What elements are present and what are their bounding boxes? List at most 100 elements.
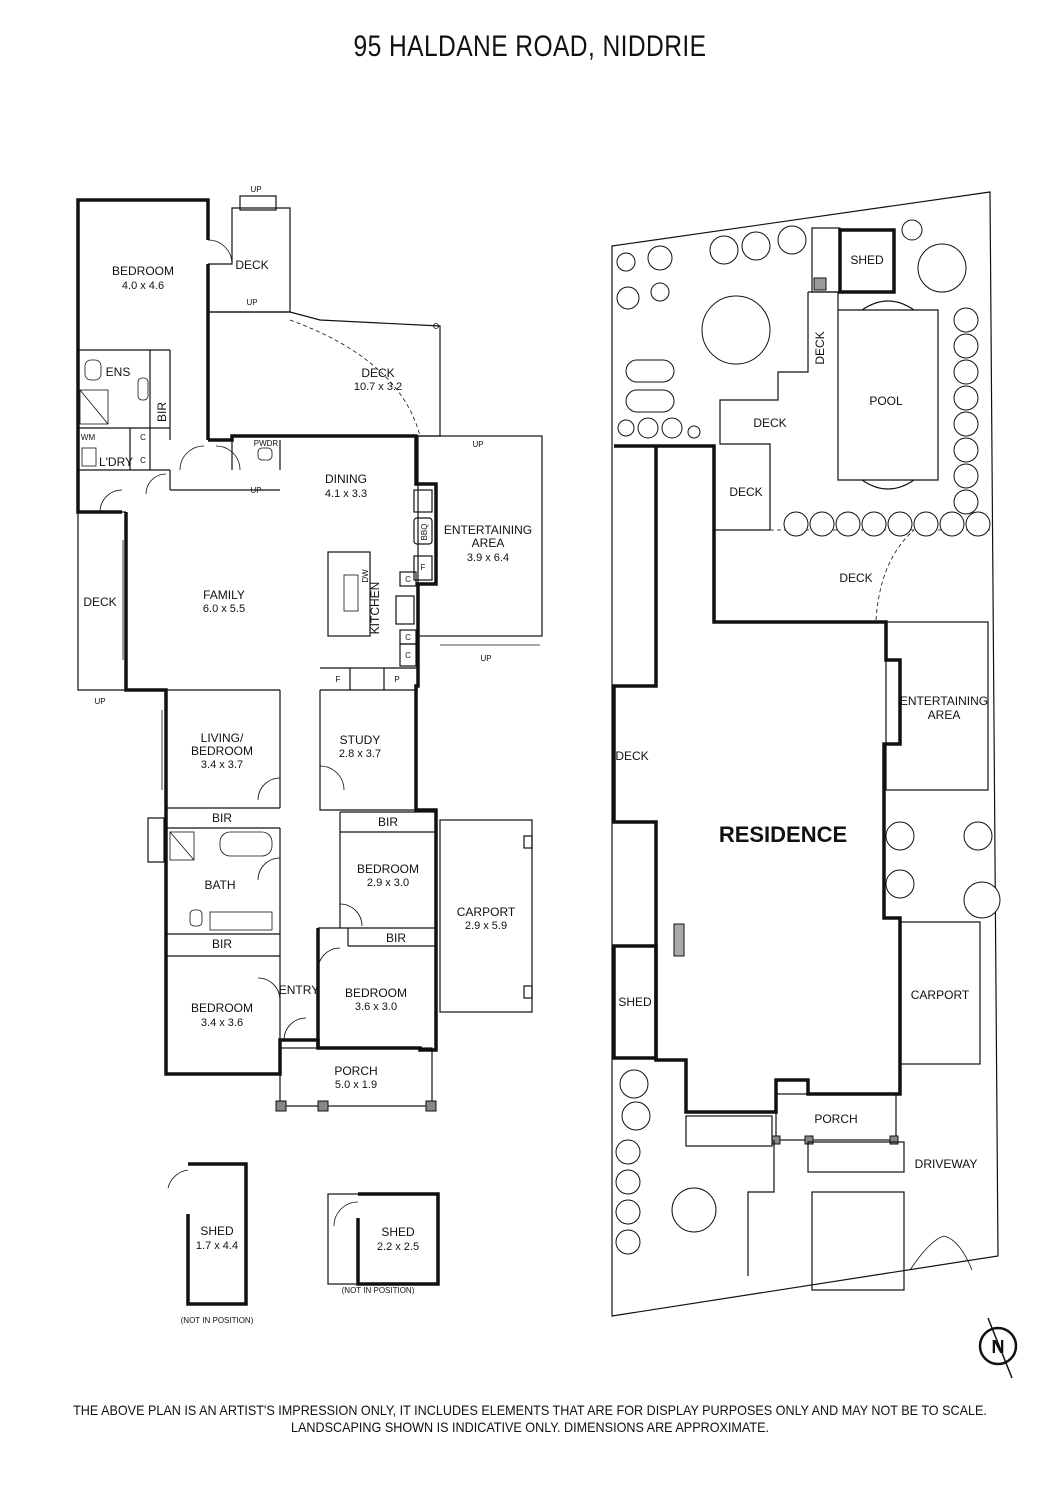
disclaimer: THE ABOVE PLAN IS AN ARTIST'S IMPRESSION… bbox=[0, 1402, 1060, 1436]
compass-label: N bbox=[992, 1337, 1005, 1357]
deck-main-dims: 10.7 x 3.2 bbox=[354, 381, 402, 393]
study-label: STUDY bbox=[340, 733, 381, 747]
cupboard-marker: C bbox=[405, 575, 411, 584]
fridge-marker: F bbox=[421, 563, 426, 572]
living-dims: 3.4 x 3.7 bbox=[201, 759, 243, 771]
up-marker: UP bbox=[250, 185, 261, 194]
pool-outline bbox=[837, 300, 939, 490]
ens-label: ENS bbox=[106, 365, 131, 379]
shed2-label: SHED bbox=[381, 1225, 415, 1239]
site-plan: SHED POOL DECK DECK DECK DECK DECK ENTER… bbox=[611, 191, 1001, 1317]
bedroom2-dims: 2.9 x 3.0 bbox=[367, 877, 409, 889]
bir5-label: BIR bbox=[212, 937, 232, 951]
bath-label: BATH bbox=[204, 878, 235, 892]
dining-dims: 4.1 x 3.3 bbox=[325, 488, 367, 500]
up-marker: UP bbox=[246, 298, 257, 307]
pool-label: POOL bbox=[869, 394, 903, 408]
study-dims: 2.8 x 3.7 bbox=[339, 748, 381, 760]
entry-label: ENTRY bbox=[279, 983, 319, 997]
tree-icon bbox=[615, 219, 1001, 1255]
shed2-outline bbox=[356, 1192, 440, 1286]
up-marker: UP bbox=[472, 440, 483, 449]
living-label2: BEDROOM bbox=[191, 744, 253, 758]
up-marker: UP bbox=[250, 486, 261, 495]
site-shed-left bbox=[612, 944, 658, 1060]
pwdr-label: PWDR bbox=[254, 439, 279, 448]
site-boundary bbox=[611, 191, 999, 1317]
wall-bedroom1 bbox=[76, 198, 210, 514]
compass-icon: N bbox=[978, 1317, 1018, 1379]
bedroom4-label: BEDROOM bbox=[345, 986, 407, 1000]
carport-dims: 2.9 x 5.9 bbox=[465, 920, 507, 932]
cupboard-marker: C bbox=[405, 633, 411, 642]
up-marker: UP bbox=[480, 654, 491, 663]
floor-and-site-plan: BEDROOM 4.0 x 4.6 DECK DECK 10.7 x 3.2 E… bbox=[76, 185, 1018, 1379]
shed2-not-in-position: (NOT IN POSITION) bbox=[342, 1286, 415, 1295]
carport-label: CARPORT bbox=[457, 905, 516, 919]
site-carport-label: CARPORT bbox=[911, 988, 970, 1002]
shed1-not-in-position: (NOT IN POSITION) bbox=[181, 1316, 254, 1325]
site-deck-b-label: DECK bbox=[729, 485, 762, 499]
bir1-label: BIR bbox=[155, 402, 169, 422]
cupboard-marker: C bbox=[405, 651, 411, 660]
bedroom3-label: BEDROOM bbox=[191, 1001, 253, 1015]
entertaining-outline bbox=[417, 435, 543, 637]
fridge-marker: F bbox=[336, 675, 341, 684]
shed1-label: SHED bbox=[200, 1224, 234, 1238]
site-shed-top-label: SHED bbox=[850, 253, 884, 267]
site-porch-label: PORCH bbox=[814, 1112, 857, 1126]
deck-main-outline bbox=[208, 311, 441, 437]
porch-dims: 5.0 x 1.9 bbox=[335, 1079, 377, 1091]
cupboard-marker: C bbox=[140, 433, 146, 442]
site-entertaining-label: ENTERTAINING bbox=[900, 694, 988, 708]
entertaining-label2: AREA bbox=[472, 536, 505, 550]
shed1-outline bbox=[186, 1162, 248, 1306]
site-shed-left-label: SHED bbox=[618, 995, 652, 1009]
up-marker: UP bbox=[94, 697, 105, 706]
disclaimer-line2: LANDSCAPING SHOWN IS INDICATIVE ONLY. DI… bbox=[291, 1419, 769, 1435]
site-deck-outline bbox=[714, 292, 809, 531]
wm-label: WM bbox=[81, 433, 96, 442]
family-label: FAMILY bbox=[203, 588, 245, 602]
kitchen-island bbox=[327, 551, 371, 637]
deck-top-label: DECK bbox=[235, 258, 268, 272]
bedroom1-label: BEDROOM bbox=[112, 264, 174, 278]
floor-plan: BEDROOM 4.0 x 4.6 DECK DECK 10.7 x 3.2 E… bbox=[76, 185, 543, 1325]
living-label: LIVING/ bbox=[201, 731, 244, 745]
site-deck-vertical-label: DECK bbox=[813, 331, 827, 364]
deck-main-label: DECK bbox=[361, 366, 394, 380]
deck-left-label: DECK bbox=[83, 595, 116, 609]
site-deck-c-label: DECK bbox=[839, 571, 872, 585]
bir4-label: BIR bbox=[386, 931, 406, 945]
residence-label: RESIDENCE bbox=[719, 822, 847, 847]
dining-label: DINING bbox=[325, 472, 367, 486]
bedroom3-dims: 3.4 x 3.6 bbox=[201, 1017, 243, 1029]
wall-main-house bbox=[124, 434, 438, 1076]
page-title: 95 HALDANE ROAD, NIDDRIE bbox=[353, 30, 707, 63]
bedroom4-dims: 3.6 x 3.0 bbox=[355, 1001, 397, 1013]
bbq-label: BBQ bbox=[420, 524, 429, 541]
deck-left-outline bbox=[77, 512, 126, 691]
shed1-dims: 1.7 x 4.4 bbox=[196, 1240, 238, 1252]
entertaining-label: ENTERTAINING bbox=[444, 523, 532, 537]
bedroom1-dims: 4.0 x 4.6 bbox=[122, 280, 164, 292]
porch-label: PORCH bbox=[334, 1064, 377, 1078]
study-outline bbox=[319, 690, 416, 811]
family-dims: 6.0 x 5.5 bbox=[203, 603, 245, 615]
site-deck-a-label: DECK bbox=[753, 416, 786, 430]
pantry-marker: P bbox=[394, 675, 399, 684]
porch-outline bbox=[279, 1047, 433, 1107]
bedroom2-label: BEDROOM bbox=[357, 862, 419, 876]
site-entertaining-label2: AREA bbox=[928, 708, 961, 722]
carport-outline bbox=[439, 819, 533, 1013]
bir2-label: BIR bbox=[212, 811, 232, 825]
driveway-label: DRIVEWAY bbox=[915, 1157, 978, 1171]
shed2-dims: 2.2 x 2.5 bbox=[377, 1241, 419, 1253]
dw-label: DW bbox=[361, 569, 370, 583]
kitchen-label: KITCHEN bbox=[368, 582, 382, 635]
cupboard-marker: C bbox=[140, 456, 146, 465]
bir3-label: BIR bbox=[378, 815, 398, 829]
disclaimer-line1: THE ABOVE PLAN IS AN ARTIST'S IMPRESSION… bbox=[73, 1402, 987, 1418]
site-deck-left-label: DECK bbox=[615, 749, 648, 763]
entertaining-dims: 3.9 x 6.4 bbox=[467, 552, 509, 564]
